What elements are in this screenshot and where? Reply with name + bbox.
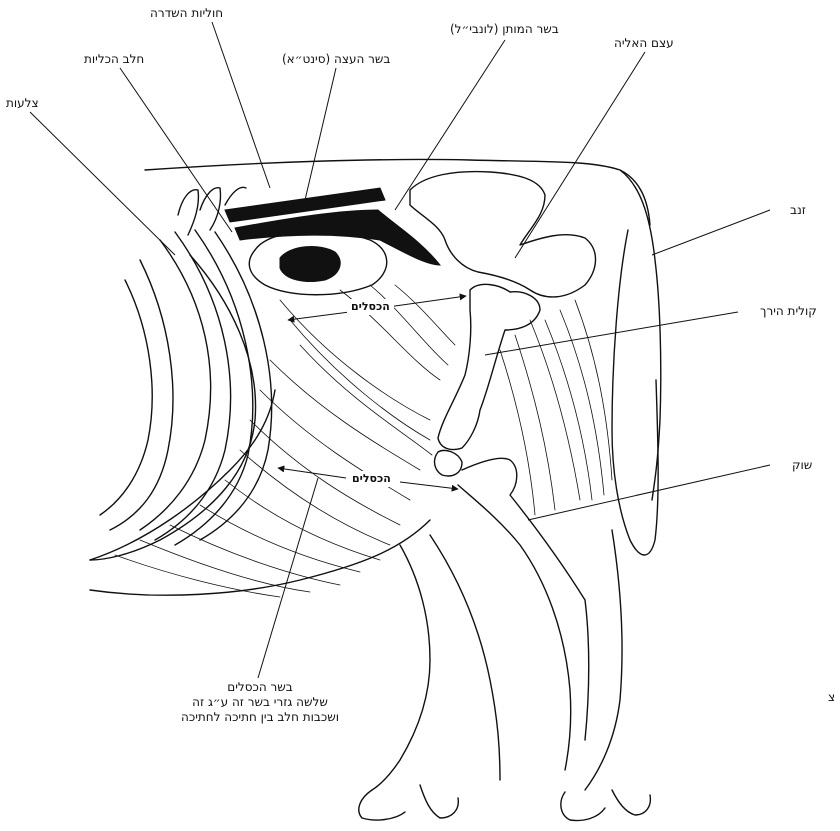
label-aitch-bone: עצם האליה	[614, 36, 674, 50]
underline-outline	[90, 520, 430, 595]
arrow-flank-lower	[278, 468, 346, 478]
leader-vertebrae	[212, 22, 270, 188]
label-bone-meat: בשר העצה (סינט״א)	[282, 52, 390, 66]
tibia-inner	[458, 485, 571, 770]
vertebra-process-3	[225, 187, 246, 205]
label-vertebrae: חוליות השדרה	[150, 6, 223, 20]
hoof-rear	[561, 790, 651, 821]
label-shank: שוק	[792, 458, 812, 472]
pelvis-outline	[410, 172, 596, 297]
label-ribs: צלעות	[6, 96, 39, 110]
label-femur: קולית הירך	[760, 304, 817, 318]
label-flank-meat-line3: ושכבות חלב בין חתיכה לחתיכה	[160, 710, 360, 725]
arrow-flank-upper-right	[395, 296, 466, 306]
rib-5	[110, 260, 173, 530]
leg-front-inner	[430, 535, 500, 780]
leader-femur	[485, 312, 738, 355]
leader-bone-meat	[305, 68, 336, 200]
rib-2	[155, 232, 231, 540]
vertebra-process-1	[178, 190, 198, 235]
muscle-striations	[115, 285, 612, 597]
leader-kidney-fat	[120, 68, 232, 232]
belly-outline	[90, 390, 275, 560]
leader-aitch-bone	[515, 52, 645, 258]
label-edge-fragment: צ	[828, 690, 835, 704]
leader-shank	[528, 465, 770, 520]
leg-rear-outline	[585, 530, 622, 790]
label-flank-upper: הכסלים	[347, 299, 394, 315]
label-flank-lower: הכסלים	[348, 471, 395, 487]
leader-ribs	[30, 112, 175, 255]
leader-tenderloin	[395, 40, 505, 210]
tail-outline	[612, 230, 658, 555]
kidney-solid	[280, 246, 340, 281]
leader-tail	[652, 210, 770, 255]
patella-outline	[435, 450, 462, 475]
label-flank-meat-block: בשר הכסלים שלשה גזרי בשר זה ע״ג זה ושכבו…	[160, 680, 360, 725]
label-flank-meat-title: בשר הכסלים	[160, 680, 360, 695]
label-kidney-fat: חלב הכליות	[84, 52, 144, 66]
hoof-front	[359, 785, 459, 820]
vertebra-process-2	[200, 188, 221, 230]
rump-outline	[620, 170, 661, 500]
label-tail: זנב	[790, 203, 806, 217]
arrow-flank-lower-right	[400, 482, 458, 489]
label-flank-meat-line2: שלשה גזרי בשר זה ע״ג זה	[160, 695, 360, 710]
rib-6	[100, 280, 152, 515]
leg-front-outline	[372, 545, 430, 790]
label-tenderloin: בשר המותן (לונבי״ל)	[450, 22, 559, 36]
